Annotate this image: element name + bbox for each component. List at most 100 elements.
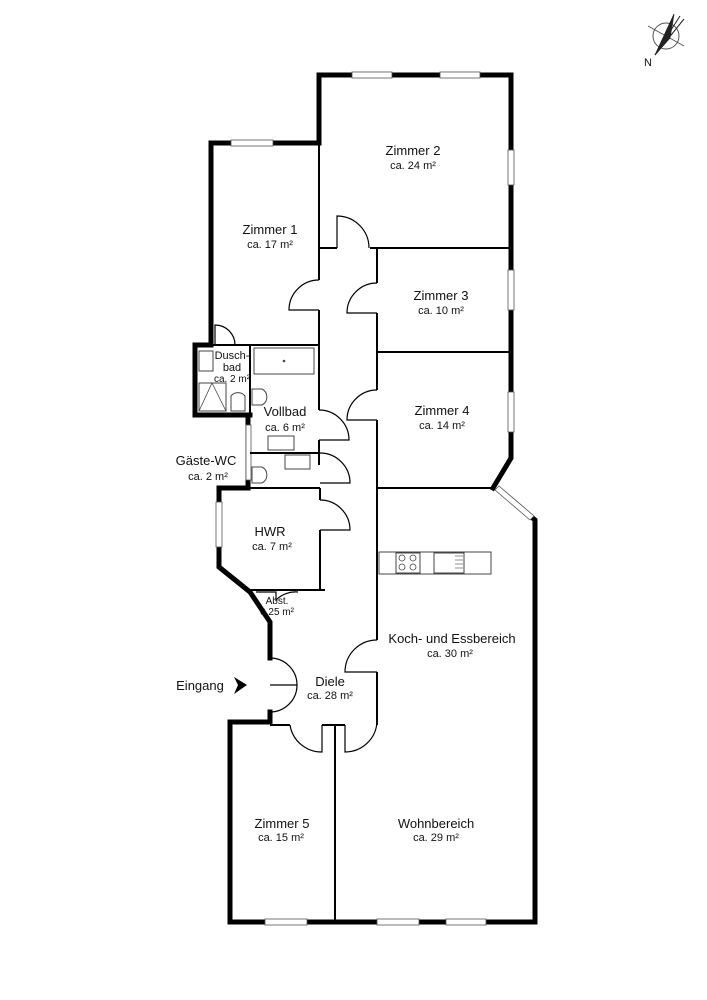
sink-icon — [267, 435, 295, 451]
room-hwr: HWR ca. 7 m² — [252, 524, 292, 553]
burner-icon — [398, 563, 406, 571]
room-duschbad: Dusch- bad ca. 2 m² — [214, 350, 251, 385]
room-area: ca. 2 m² — [214, 374, 251, 385]
door-vollbad — [318, 409, 350, 441]
room-wohnbereich: Wohnbereich ca. 29 m² — [398, 816, 474, 844]
door-zimmer1 — [288, 279, 320, 311]
door-entrance-lower — [269, 684, 298, 713]
room-name: Zimmer 1 — [243, 222, 298, 237]
window — [230, 139, 274, 147]
compass-north-label: N — [644, 57, 652, 69]
window — [215, 501, 223, 548]
room-vollbad: Vollbad ca. 6 m² — [264, 404, 307, 434]
door-zimmer5 — [289, 724, 323, 753]
room-area: ca. 7 m² — [252, 541, 292, 553]
door-hwr — [319, 499, 351, 531]
room-area: ca. 15 m² — [258, 832, 304, 844]
compass-needle-icon — [654, 13, 675, 56]
room-name: Abst. — [266, 596, 289, 607]
door-abst — [256, 591, 299, 602]
interior-walls — [211, 143, 511, 922]
room-name: Vollbad — [264, 404, 307, 419]
stove-icon — [395, 552, 421, 574]
shower-line — [198, 382, 213, 412]
room-koch-essbereich: Koch- und Essbereich ca. 30 m² — [388, 631, 515, 660]
room-area: 0,25 m² — [260, 607, 295, 618]
wall-zimmer1-outer — [208, 140, 322, 348]
room-area: ca. 30 m² — [427, 648, 473, 660]
door-gaeste-wc — [319, 452, 351, 484]
room-name: Zimmer 5 — [255, 816, 310, 831]
doors — [214, 215, 378, 753]
room-area: ca. 2 m² — [188, 471, 228, 483]
toilet-icon — [251, 466, 268, 484]
room-name: Koch- und Essbereich — [388, 631, 515, 646]
room-area: ca. 6 m² — [265, 422, 305, 434]
exterior-walls — [192, 72, 538, 925]
window — [494, 485, 535, 521]
window — [351, 71, 393, 79]
window — [376, 918, 420, 926]
room-name: Zimmer 2 — [386, 143, 441, 158]
toilet-icon — [251, 388, 268, 406]
bathtub-drain — [282, 359, 286, 363]
compass-needle-line — [654, 15, 681, 56]
room-zimmer-4: Zimmer 4 ca. 14 m² — [415, 403, 470, 432]
room-name: Gäste-WC — [176, 453, 237, 468]
room-name: Wohnbereich — [398, 816, 474, 831]
toilet-icon — [230, 392, 246, 412]
room-name: Zimmer 4 — [415, 403, 470, 418]
window — [507, 149, 515, 186]
wall-hwr-outer — [216, 412, 273, 661]
room-zimmer-2: Zimmer 2 ca. 24 m² — [386, 143, 441, 172]
room-name: HWR — [254, 524, 285, 539]
room-zimmer-3: Zimmer 3 ca. 10 m² — [414, 288, 469, 317]
compass-circle — [652, 22, 680, 50]
window — [264, 918, 308, 926]
door-kitchen — [344, 639, 378, 673]
room-name: Diele — [315, 674, 345, 689]
room-gaeste-wc: Gäste-WC ca. 2 m² — [176, 453, 237, 483]
compass-needle-line — [654, 18, 685, 56]
burner-icon — [398, 554, 406, 562]
entrance-label: Eingang — [176, 678, 224, 693]
entrance-marker: Eingang — [176, 677, 247, 694]
room-area: ca. 14 m² — [419, 420, 465, 432]
sink-icon — [284, 454, 311, 470]
wall-zimmer2-outer — [316, 72, 514, 492]
room-area: ca. 24 m² — [390, 160, 436, 172]
window — [507, 391, 515, 433]
room-zimmer-1: Zimmer 1 ca. 17 m² — [243, 222, 298, 251]
door-zimmer2 — [336, 215, 370, 249]
room-area: ca. 29 m² — [413, 832, 459, 844]
wall-duschbad-outer — [192, 342, 253, 418]
fixtures — [198, 347, 492, 575]
room-name: Zimmer 3 — [414, 288, 469, 303]
window — [439, 71, 481, 79]
burner-icon — [409, 563, 417, 571]
room-area: ca. 28 m² — [307, 690, 353, 702]
shower-line — [211, 382, 227, 412]
door-entrance-upper — [269, 657, 298, 686]
room-name-line2: bad — [223, 362, 241, 374]
door-zimmer3 — [346, 282, 378, 314]
door-duschbad — [214, 324, 236, 346]
compass: N — [644, 13, 685, 69]
shower-tray-icon — [198, 382, 227, 412]
room-zimmer-5: Zimmer 5 ca. 15 m² — [255, 816, 310, 844]
window — [507, 269, 515, 311]
room-area: ca. 10 m² — [418, 305, 464, 317]
window — [445, 918, 487, 926]
entrance-arrow-icon — [234, 677, 247, 694]
room-diele: Diele ca. 28 m² — [307, 674, 353, 702]
shower-sink-icon — [198, 350, 214, 372]
room-area: ca. 17 m² — [247, 239, 293, 251]
burner-icon — [409, 554, 417, 562]
door-wohnbereich — [344, 721, 378, 753]
room-abst: Abst. 0,25 m² — [260, 596, 295, 618]
door-zimmer4 — [346, 389, 378, 421]
windows — [215, 71, 535, 926]
room-name: Dusch- — [215, 350, 250, 362]
room-labels: Zimmer 2 ca. 24 m² Zimmer 1 ca. 17 m² Zi… — [176, 143, 516, 844]
